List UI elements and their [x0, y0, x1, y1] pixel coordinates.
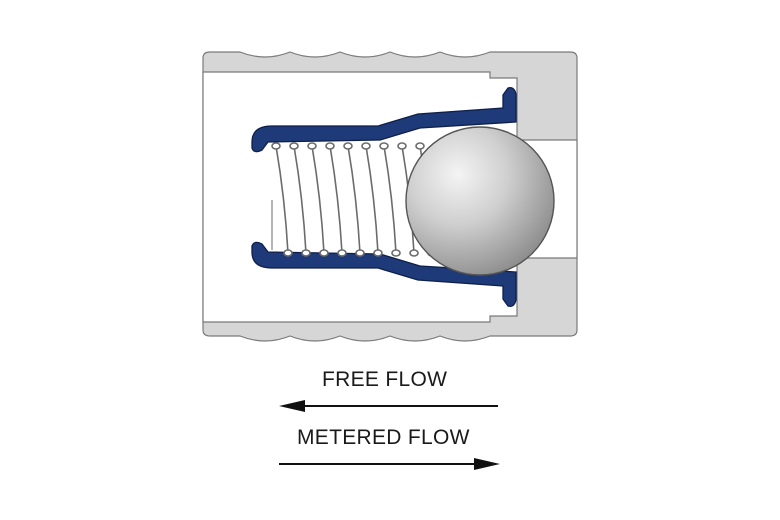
- spring-coil-end: [391, 249, 401, 257]
- spring-coil-end: [397, 142, 407, 150]
- arrow-left-icon: [279, 400, 498, 412]
- spring-coil-end: [373, 249, 383, 257]
- spring-coil: [329, 145, 343, 254]
- spring-coil-end: [361, 142, 371, 150]
- spring-coil: [383, 145, 397, 254]
- spring-coil-end: [379, 142, 389, 150]
- check-ball-icon: [405, 126, 555, 276]
- spring-seat: [251, 86, 517, 308]
- spring-coil-end: [337, 249, 347, 257]
- spring-coil-end: [415, 142, 425, 150]
- spring-coil: [311, 145, 325, 254]
- spring-coil: [347, 145, 361, 254]
- free-flow-label: FREE FLOW: [322, 368, 448, 391]
- spring-coil-end: [307, 142, 317, 150]
- spring-coil-end: [271, 142, 281, 150]
- spring-coil: [275, 145, 289, 254]
- metered-flow-label: METERED FLOW: [297, 426, 470, 449]
- spring-coil-end: [325, 142, 335, 150]
- spring-coil: [293, 145, 307, 254]
- spring-coil-end: [355, 249, 365, 257]
- spring-coil-end: [289, 142, 299, 150]
- spring-coil: [365, 145, 379, 254]
- spring-coil-end: [409, 249, 419, 257]
- spring-coil-end: [319, 249, 329, 257]
- spring-coil-end: [343, 142, 353, 150]
- spring-coil-end: [283, 249, 293, 257]
- arrow-right-icon: [279, 458, 500, 470]
- spring-coil-end: [301, 249, 311, 257]
